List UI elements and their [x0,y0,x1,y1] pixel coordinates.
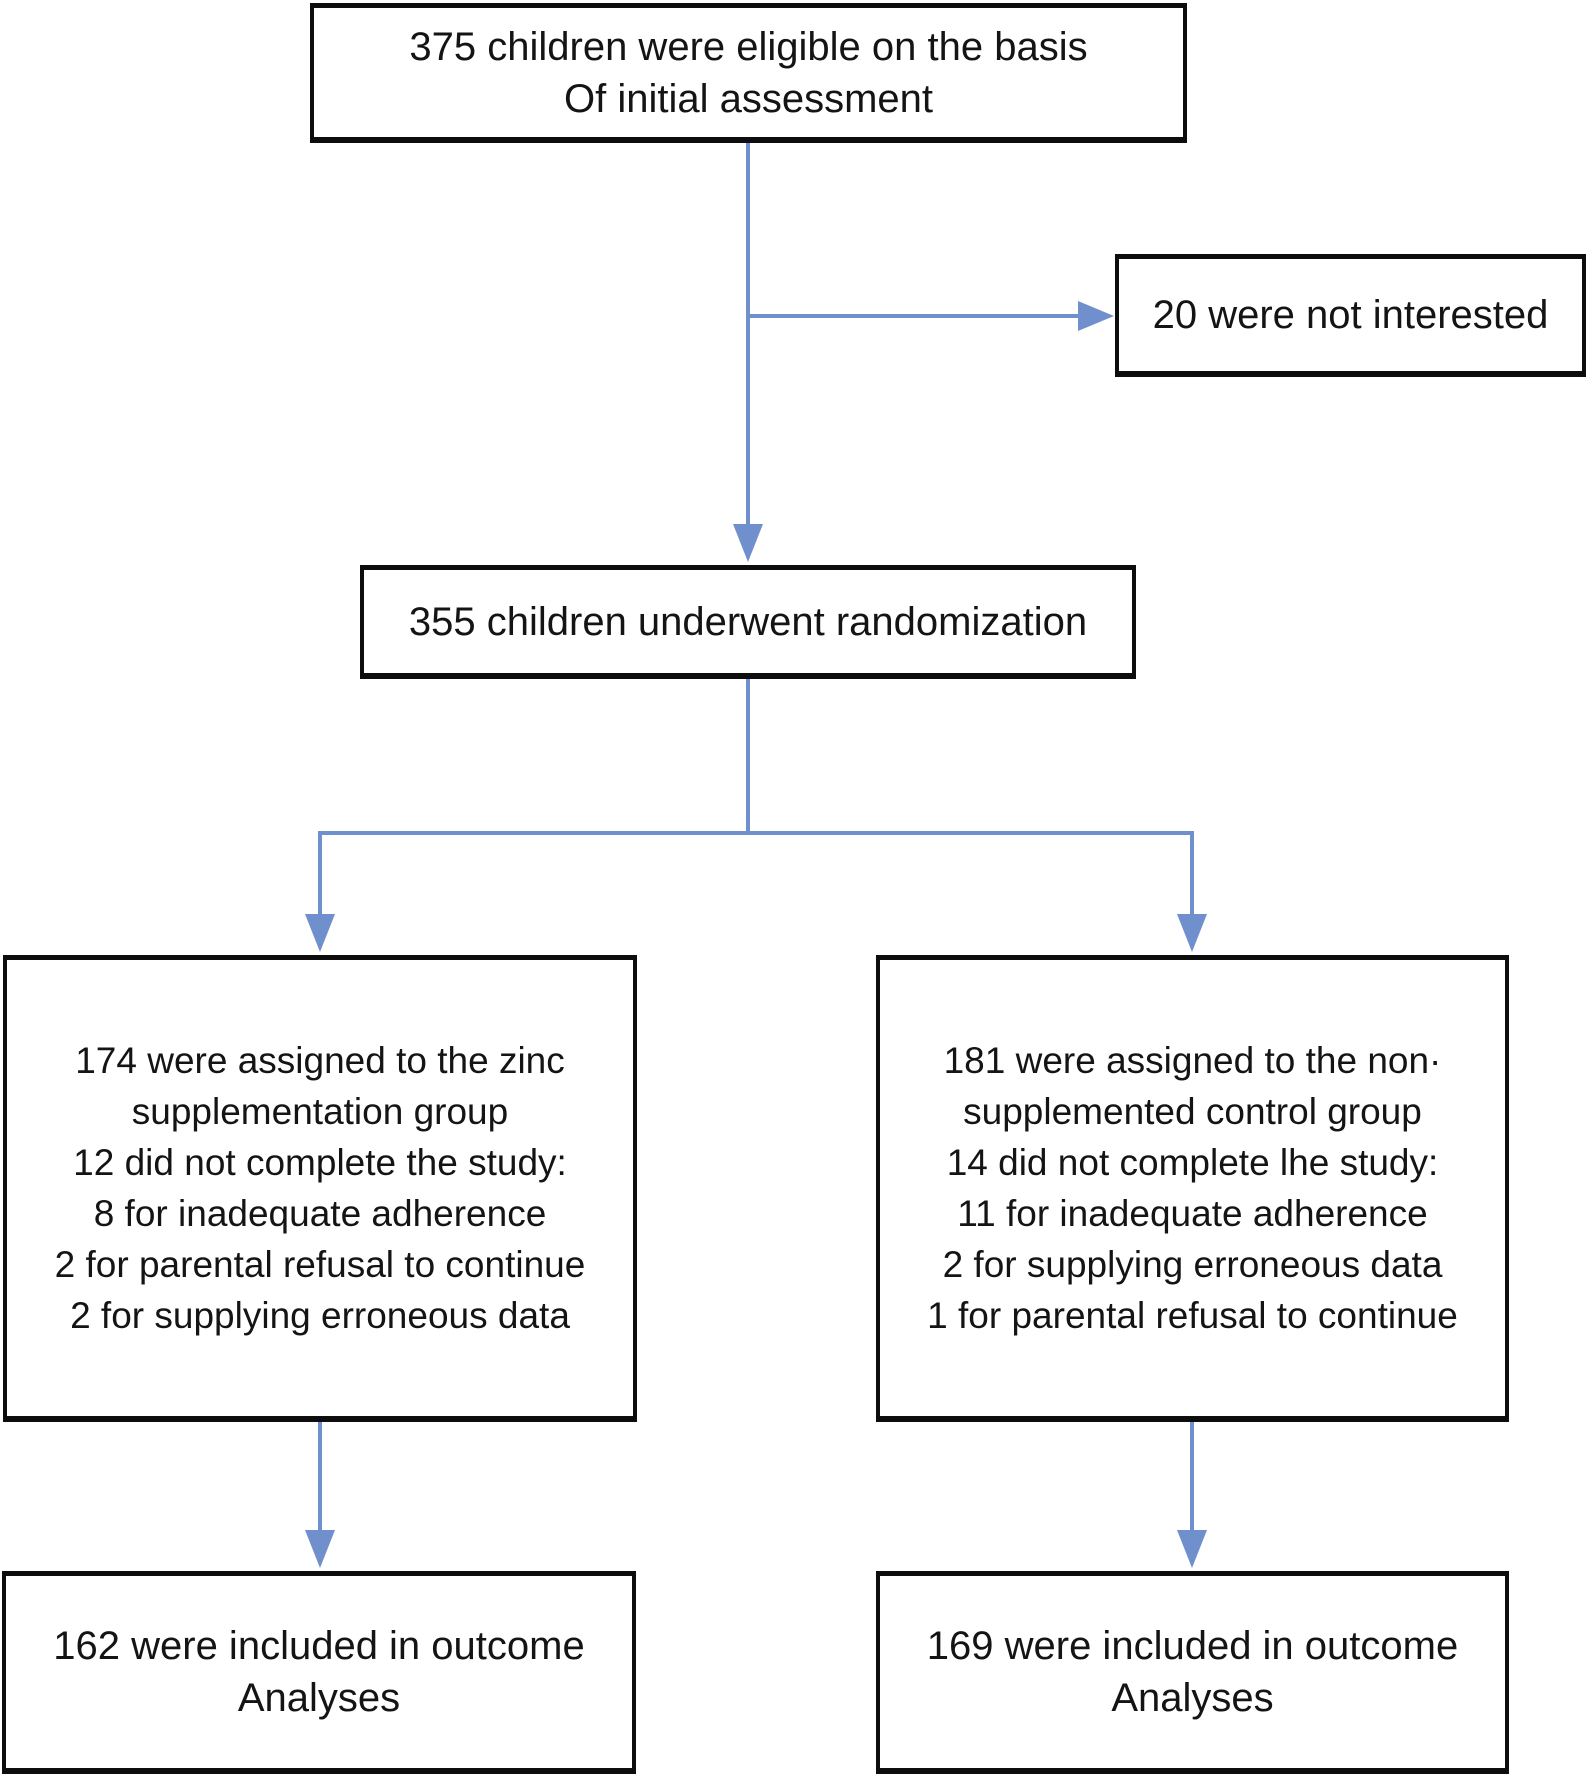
arrowhead-down-randomized-icon [733,524,763,562]
arrowhead-down-zinc-outcome-icon [305,1530,335,1568]
arrowhead-down-control-outcome-icon [1177,1530,1207,1568]
control-outcome-line-2: Analyses [1111,1676,1274,1720]
control-group-box: 181 were assigned to the non· supplement… [876,955,1509,1422]
zinc-group-line-3: 12 did not complete the study: [73,1141,567,1183]
eligible-box: 375 children were eligible on the basis … [310,3,1187,143]
zinc-group-box: 174 were assigned to the zinc supplement… [3,955,637,1422]
control-outcome-box: 169 were included in outcome Analyses [876,1571,1509,1774]
control-group-line-5: 2 for supplying erroneous data [942,1244,1443,1286]
zinc-outcome-box: 162 were included in outcome Analyses [2,1571,636,1774]
zinc-group-line-5: 2 for parental refusal to continue [54,1244,586,1286]
eligible-line-1: 375 children were eligible on the basis [409,24,1088,69]
not-interested-line-1: 20 were not interested [1152,293,1549,337]
not-interested-box: 20 were not interested [1115,254,1586,377]
control-group-line-3: 14 did not complete lhe study: [946,1141,1439,1183]
arrowhead-down-zinc-group-icon [305,914,335,952]
randomized-line-1: 355 children underwent randomization [408,599,1088,644]
zinc-group-line-4: 8 for inadequate adherence [93,1193,547,1234]
control-group-line-2: supplemented control group [963,1090,1422,1132]
zinc-group-line-6: 2 for supplying erroneous data [70,1295,570,1337]
control-group-line-1: 181 were assigned to the non· [943,1039,1442,1081]
zinc-outcome-line-1: 162 were included in outcome [53,1624,585,1668]
arrowhead-down-control-group-icon [1177,914,1207,952]
zinc-group-line-1: 174 were assigned to the zinc [75,1039,565,1081]
arrowhead-right-not-interested-icon [1078,301,1114,331]
control-group-line-6: 1 for parental refusal to continue [927,1295,1458,1337]
eligible-line-2: Of initial assessment [563,76,934,121]
zinc-group-line-2: supplementation group [131,1090,509,1132]
zinc-outcome-line-2: Analyses [237,1676,401,1720]
control-group-line-4: 11 for inadequate adherence [957,1193,1428,1234]
control-outcome-line-1: 169 were included in outcome [926,1624,1459,1668]
randomization-box: 355 children underwent randomization [360,565,1136,679]
